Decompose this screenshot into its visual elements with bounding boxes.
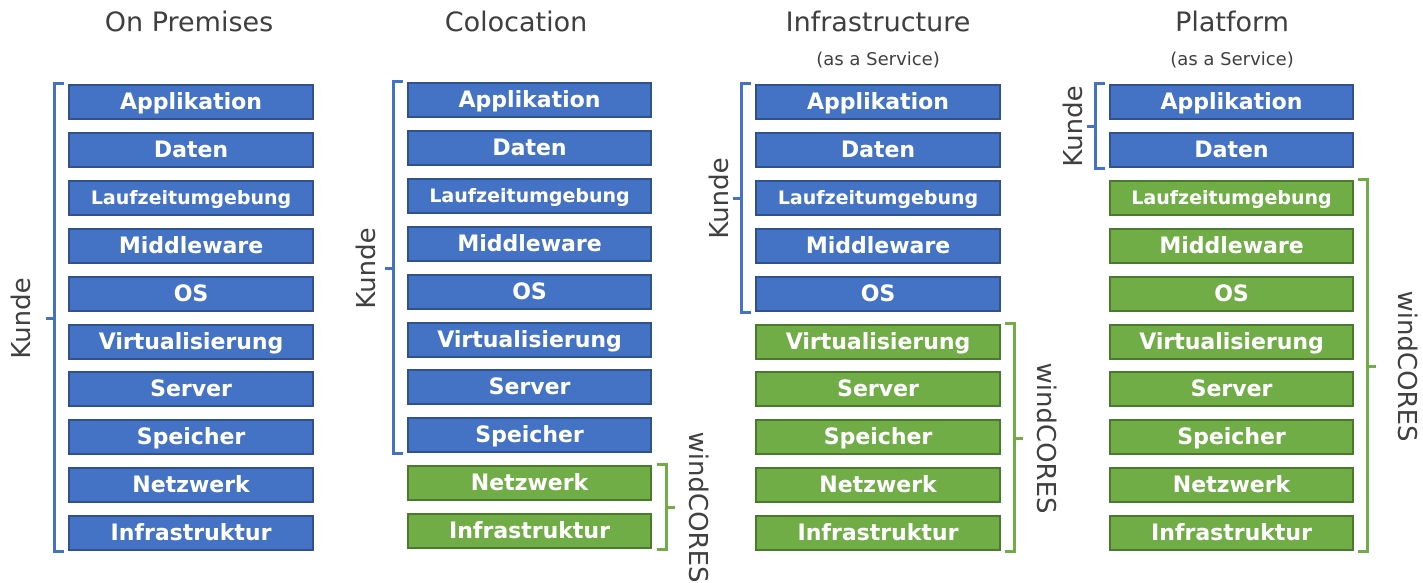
stack-layer-daten: Daten	[68, 132, 314, 168]
kunde-brace	[1094, 82, 1105, 170]
stack-layer-netzwerk: Netzwerk	[755, 467, 1001, 503]
stack-layer-middleware: Middleware	[755, 228, 1001, 264]
stack-layer-laufzeitumgebung: Laufzeitumgebung	[407, 178, 652, 214]
stack-layer-daten: Daten	[1109, 132, 1354, 168]
column-title: Colocation	[444, 7, 588, 38]
stack-layer-os: OS	[407, 274, 652, 310]
kunde-label: Kunde	[705, 157, 735, 239]
kunde-brace-tip	[733, 197, 741, 200]
windcores-brace-tip	[667, 506, 675, 509]
stack-layer-server: Server	[1109, 371, 1354, 407]
stack-layer-os: OS	[68, 276, 314, 312]
stack-layer-middleware: Middleware	[68, 228, 314, 264]
windcores-brace-tip	[1368, 364, 1376, 368]
kunde-brace-tip	[46, 316, 54, 320]
stack-layer-applikation: Applikation	[1109, 84, 1354, 120]
stack-layer-virtualisierung: Virtualisierung	[1109, 324, 1354, 360]
column-title: On Premises	[104, 7, 274, 38]
column-subtitle: (as a Service)	[1170, 49, 1294, 70]
stack-layer-laufzeitumgebung: Laufzeitumgebung	[68, 180, 314, 216]
kunde-label: Kunde	[7, 276, 37, 359]
stack-layer-laufzeitumgebung: Laufzeitumgebung	[1109, 180, 1354, 216]
stack-layer-speicher: Speicher	[1109, 419, 1354, 455]
windcores-brace	[1005, 322, 1016, 553]
windcores-brace	[1358, 178, 1369, 553]
stack-layer-infrastruktur: Infrastruktur	[1109, 515, 1354, 551]
kunde-brace	[392, 80, 403, 455]
stack-layer-server: Server	[755, 371, 1001, 407]
stack-layer-middleware: Middleware	[407, 226, 652, 262]
stack-layer-netzwerk: Netzwerk	[68, 467, 314, 503]
stack-layer-speicher: Speicher	[68, 419, 314, 455]
stack-layer-infrastruktur: Infrastruktur	[755, 515, 1001, 551]
stack-layer-speicher: Speicher	[755, 419, 1001, 455]
stack-layer-virtualisierung: Virtualisierung	[68, 324, 314, 360]
stack-layer-netzwerk: Netzwerk	[1109, 467, 1354, 503]
stack-layer-daten: Daten	[407, 130, 652, 166]
kunde-label: Kunde	[1059, 85, 1089, 167]
column-title: Platform	[1175, 7, 1289, 38]
stack-layer-infrastruktur: Infrastruktur	[68, 515, 314, 551]
stack-layer-os: OS	[755, 276, 1001, 312]
stack-layer-server: Server	[68, 371, 314, 407]
kunde-brace	[53, 82, 64, 553]
stack-layer-applikation: Applikation	[68, 84, 314, 120]
stack-layer-virtualisierung: Virtualisierung	[407, 322, 652, 358]
stack-layer-laufzeitumgebung: Laufzeitumgebung	[755, 180, 1001, 216]
stack-layer-infrastruktur: Infrastruktur	[407, 513, 652, 549]
windcores-label: windCORES	[1391, 289, 1421, 442]
kunde-brace	[740, 82, 751, 314]
windcores-brace-tip	[1015, 436, 1023, 440]
column-subtitle: (as a Service)	[816, 49, 940, 70]
kunde-label: Kunde	[352, 226, 382, 309]
stack-layer-daten: Daten	[755, 132, 1001, 168]
stack-layer-applikation: Applikation	[755, 84, 1001, 120]
kunde-brace-tip	[1087, 125, 1095, 128]
stack-layer-os: OS	[1109, 276, 1354, 312]
stack-layer-speicher: Speicher	[407, 417, 652, 453]
windcores-brace	[657, 463, 668, 551]
kunde-brace-tip	[385, 266, 393, 270]
stack-layer-virtualisierung: Virtualisierung	[755, 324, 1001, 360]
stack-layer-netzwerk: Netzwerk	[407, 465, 652, 501]
windcores-label: windCORES	[682, 431, 712, 583]
stack-layer-applikation: Applikation	[407, 82, 652, 118]
stack-layer-middleware: Middleware	[1109, 228, 1354, 264]
windcores-label: windCORES	[1030, 361, 1060, 514]
column-title: Infrastructure	[785, 7, 971, 38]
stack-layer-server: Server	[407, 369, 652, 405]
